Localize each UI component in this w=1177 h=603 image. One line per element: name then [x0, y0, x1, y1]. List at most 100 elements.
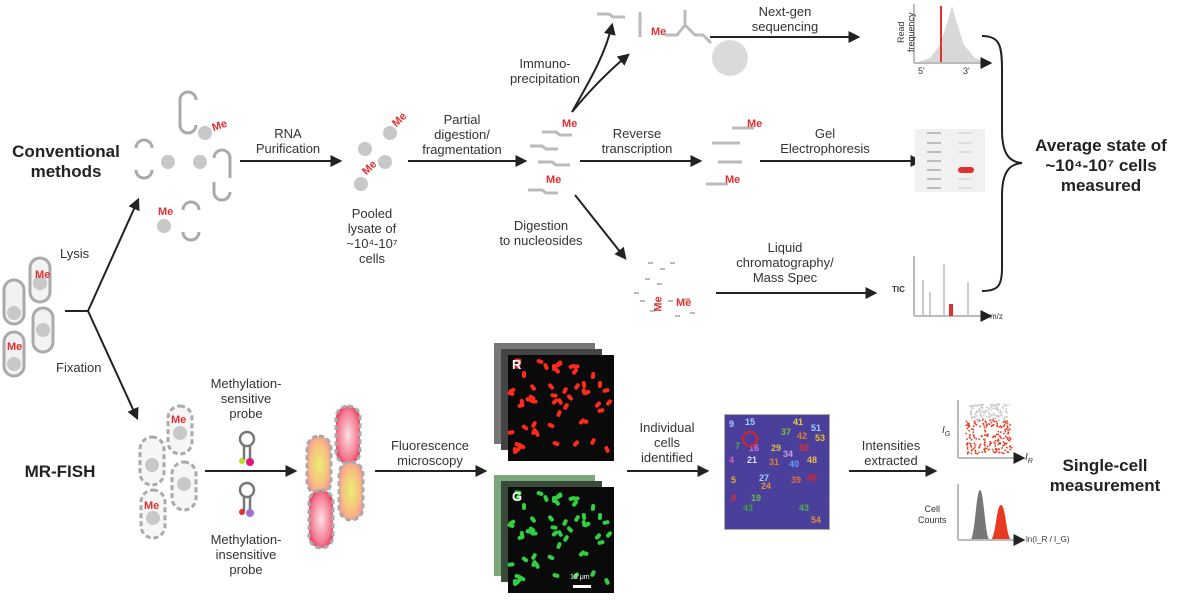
scatter-point-gray — [1003, 403, 1006, 406]
scatter-point-red — [966, 446, 969, 449]
cell-spot — [604, 398, 613, 407]
scatter-point-red — [983, 424, 985, 427]
scatter-point-gray — [995, 415, 998, 417]
cell-spot — [547, 553, 556, 561]
cell-spot — [577, 417, 586, 425]
scatter-point-red — [969, 437, 971, 439]
scatter-point-red — [968, 442, 971, 445]
cell-spot — [547, 382, 555, 391]
scatter-point-red — [995, 450, 998, 452]
scatter-point-red — [989, 440, 992, 443]
scatter-point-red — [1002, 437, 1005, 440]
branch-arrows — [65, 197, 140, 421]
scatter-point-red — [1006, 422, 1009, 425]
cell-spot — [507, 430, 515, 436]
t2: Electrophoresis — [780, 141, 870, 156]
scatter-point-red — [970, 438, 973, 441]
t2: transcription — [601, 141, 673, 156]
scatter-point-gray — [971, 416, 974, 419]
scatter-point-gray — [988, 408, 991, 410]
scatter-point-gray — [1005, 408, 1008, 410]
scatter-point-red — [965, 424, 968, 427]
scatter-point-red — [996, 424, 999, 427]
scatter-point-gray — [993, 417, 996, 420]
scatter-point-gray — [994, 407, 996, 410]
cell-spot — [506, 390, 515, 397]
cell-spot — [547, 514, 555, 523]
t2: sequencing — [751, 19, 819, 34]
scatter-point-red — [978, 445, 981, 447]
scatter-point-gray — [988, 415, 991, 418]
scatter-point-red — [999, 425, 1002, 427]
scatter-point-red — [981, 451, 984, 454]
cell-id-label: 15 — [745, 417, 756, 427]
cell-spot — [566, 393, 575, 402]
pooled-rna — [354, 126, 397, 191]
scatter-point-gray — [992, 407, 994, 410]
scatter-point-red — [983, 426, 986, 429]
t2: to nucleosides — [499, 233, 583, 248]
methyl-label: Me — [158, 206, 174, 218]
t2: cells — [653, 435, 680, 450]
scatter-point-red — [983, 443, 986, 445]
scatter-point-red — [965, 420, 968, 423]
scatter-point-gray — [988, 413, 991, 416]
scatter-point-red — [1002, 441, 1005, 443]
scatter-point-red — [1009, 448, 1012, 451]
scatter-point-red — [965, 432, 967, 435]
t1: Immuno- — [519, 56, 571, 71]
scatter-point-red — [1006, 420, 1009, 423]
scatter-point-gray — [980, 404, 983, 407]
scatter-point-gray — [1007, 404, 1009, 406]
scatter-point-red — [1002, 432, 1005, 435]
t3: identified — [640, 450, 694, 465]
red-channel-image — [506, 355, 614, 461]
scatter-point-red — [966, 451, 969, 454]
scatter-point-red — [978, 419, 981, 422]
scatter-point-gray — [970, 413, 973, 416]
scatter-point-red — [988, 423, 991, 426]
scatter-point-gray — [1003, 416, 1006, 419]
cell-spot — [550, 393, 558, 398]
scatter-point-red — [970, 452, 973, 455]
cell-id-label: 48 — [807, 455, 818, 465]
scatter-point-red — [1004, 442, 1007, 445]
t2: measurement — [1049, 476, 1161, 495]
methyl-label: Me — [562, 118, 578, 130]
scatter-point-gray — [980, 409, 982, 411]
three-prime-label: 3' — [963, 66, 970, 76]
cell-spot — [553, 366, 561, 375]
methyl-label: Me — [546, 174, 562, 186]
cell-spot — [542, 362, 550, 371]
cell-spot — [562, 534, 570, 543]
cell-id-label: 45 — [807, 473, 818, 483]
scatter-point-gray — [975, 418, 978, 421]
t1: Digestion — [513, 218, 569, 233]
scatter-point-red — [997, 443, 1000, 446]
scatter-point-red — [984, 420, 987, 423]
cell-id-label: 51 — [811, 423, 822, 433]
scatter-point-gray — [1001, 414, 1003, 417]
cell-id-label: 21 — [747, 455, 758, 465]
scatter-point-gray — [973, 415, 976, 418]
t1: Gel — [814, 126, 836, 141]
scatter-point-gray — [1005, 405, 1008, 407]
cell-spot — [603, 577, 611, 586]
scatter-point-gray — [997, 403, 1000, 405]
cell-spot — [547, 421, 556, 429]
scatter-point-red — [995, 433, 998, 436]
scatter-point-red — [970, 445, 973, 448]
scatter-point-gray — [984, 409, 987, 412]
green-channel-image — [506, 487, 614, 593]
t2: lysate of — [347, 221, 397, 236]
cell-id-label: 31 — [769, 457, 780, 467]
scatter-point-red — [984, 444, 986, 447]
cell-spot — [551, 441, 560, 447]
tic-label: TIC — [892, 285, 905, 294]
